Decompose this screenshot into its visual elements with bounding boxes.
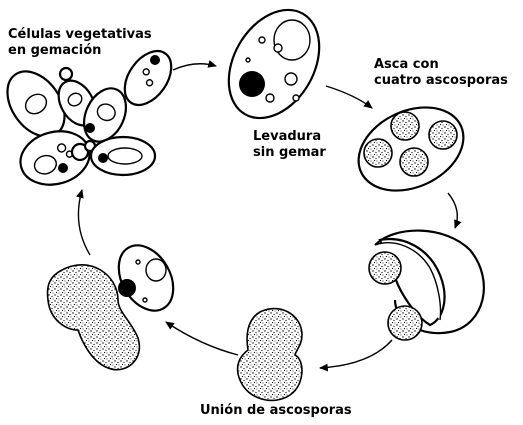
label-yeast-line1: Levadura <box>253 129 321 144</box>
arrow-union-to-zygote <box>165 321 239 356</box>
arrow-opened-to-union <box>319 339 393 372</box>
arrow-budding-to-yeast <box>172 60 217 71</box>
fusing-ascospores <box>236 307 303 402</box>
non-budding-yeast-cell <box>227 8 321 120</box>
arrow-yeast-to-ascus <box>325 85 373 109</box>
label-budding-line1: Células vegetativas <box>8 27 152 42</box>
label-ascus-line2: cuatro ascosporas <box>374 73 508 88</box>
label-ascus-line1: Asca con <box>374 57 439 72</box>
ascus-four-ascospores <box>357 106 465 192</box>
budding-cells-cluster <box>6 50 173 186</box>
opened-ascus-releasing-spores <box>368 229 485 341</box>
arrow-zygote-to-budding <box>76 189 91 256</box>
label-budding-line2: en gemación <box>8 43 101 58</box>
cycle-arrows <box>76 60 462 372</box>
label-union: Unión de ascosporas <box>200 403 352 418</box>
zygote-cells <box>46 244 175 371</box>
label-yeast-line2: sin gemar <box>253 145 326 160</box>
arrow-ascus-to-opened <box>447 192 462 229</box>
